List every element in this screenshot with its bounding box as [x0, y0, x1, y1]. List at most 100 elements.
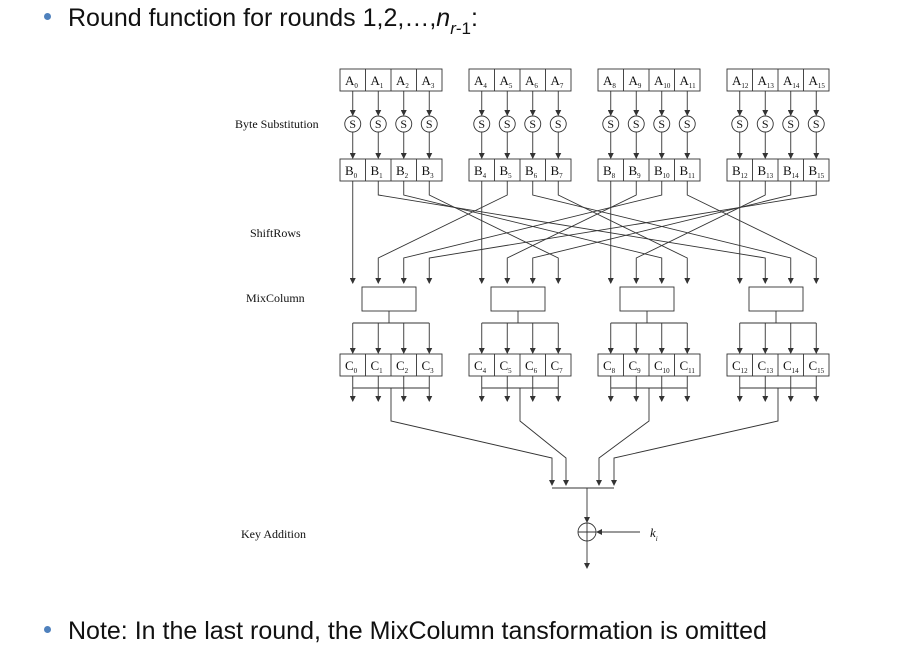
- state-cell-a-9: A9: [629, 73, 642, 90]
- mix-column-box: [490, 286, 546, 312]
- sbox-label: S: [762, 117, 769, 131]
- state-cell-a-6: A6: [525, 73, 538, 90]
- sbox-label: S: [400, 117, 407, 131]
- state-cell-a-1: A1: [371, 73, 384, 90]
- title-colon: :: [470, 4, 478, 32]
- sbox-circle: [678, 115, 696, 133]
- state-cell-b-7: B7: [551, 163, 564, 180]
- state-cell-b-11: B11: [680, 163, 696, 180]
- note-bullet: Note: In the last round, the MixColumn t…: [44, 617, 767, 646]
- sbox-circle: [731, 115, 749, 133]
- sbox-label: S: [349, 117, 356, 131]
- state-cell-c-11: C11: [680, 358, 696, 375]
- sbox-label: S: [555, 117, 562, 131]
- shift-rows-line: [375, 181, 508, 284]
- state-cell-b-5: B5: [500, 163, 513, 180]
- state-cell-c-1: C1: [371, 358, 384, 375]
- byte-substitution-label: Byte Substitution: [235, 117, 319, 131]
- sbox-circle: [627, 115, 645, 133]
- collect-line: [611, 388, 779, 486]
- sbox-label: S: [658, 117, 665, 131]
- state-cell-c-15: C15: [809, 358, 825, 375]
- sbox-label: S: [529, 117, 536, 131]
- state-cell-a-8: A8: [603, 73, 616, 90]
- state-cell-a-10: A10: [654, 73, 671, 90]
- sbox-label: S: [736, 117, 743, 131]
- shift-rows-line: [686, 181, 820, 284]
- state-cell-b-15: B15: [809, 163, 825, 180]
- sbox-circle: [344, 115, 362, 133]
- state-cell-a-5: A5: [500, 73, 513, 90]
- shift-rows-line: [426, 181, 817, 284]
- state-cell-a-12: A12: [732, 73, 749, 90]
- state-cell-b-3: B3: [422, 163, 435, 180]
- bullet-icon: [44, 12, 51, 20]
- note-text: Note: In the last round, the MixColumn t…: [68, 617, 767, 645]
- state-cell-a-7: A7: [551, 73, 564, 90]
- state-cell-a-3: A3: [422, 73, 435, 90]
- state-cell-a-4: A4: [474, 73, 487, 90]
- state-cell-b-10: B10: [654, 163, 670, 180]
- collect-line: [390, 388, 555, 486]
- sbox-circle: [653, 115, 671, 133]
- shift-rows-line: [532, 181, 794, 284]
- mix-column-box: [361, 286, 417, 312]
- sbox-circle: [420, 115, 438, 133]
- sbox-label: S: [504, 117, 511, 131]
- state-cell-b-0: B0: [345, 163, 358, 180]
- sbox-circle: [369, 115, 387, 133]
- state-cell-b-6: B6: [525, 163, 538, 180]
- state-cell-b-14: B14: [783, 163, 799, 180]
- bullet-icon: [44, 625, 51, 633]
- collect-line: [519, 388, 569, 486]
- state-cell-b-12: B12: [732, 163, 748, 180]
- sbox-circle: [395, 115, 413, 133]
- title-bullet: Round function for rounds 1,2,…,nr-1:: [44, 4, 478, 38]
- sbox-circle: [524, 115, 542, 133]
- sbox-label: S: [813, 117, 820, 131]
- shift-rows-line: [377, 181, 769, 284]
- sbox-circle: [498, 115, 516, 133]
- sbox-circle: [473, 115, 491, 133]
- state-cell-a-0: A0: [345, 73, 358, 90]
- state-cell-c-5: C5: [500, 358, 513, 375]
- shift-rows-line: [428, 181, 562, 284]
- shift-rows-line: [633, 181, 766, 284]
- state-cell-c-7: C7: [551, 358, 564, 375]
- sbox-label: S: [633, 117, 640, 131]
- state-cell-b-2: B2: [396, 163, 409, 180]
- key-addition-label: Key Addition: [241, 527, 306, 541]
- sbox-circle: [756, 115, 774, 133]
- shift-rows-line: [403, 181, 665, 284]
- shift-rows-line: [557, 181, 691, 284]
- state-cell-b-9: B9: [629, 163, 642, 180]
- round-key-label: ki: [650, 525, 658, 543]
- shift-rows-line: [504, 181, 637, 284]
- state-cell-c-13: C13: [758, 358, 774, 375]
- state-cell-b-13: B13: [758, 163, 774, 180]
- mix-column-box: [748, 286, 804, 312]
- state-cell-c-9: C9: [629, 358, 642, 375]
- state-cell-a-14: A14: [783, 73, 800, 90]
- sbox-label: S: [478, 117, 485, 131]
- sbox-label: S: [787, 117, 794, 131]
- state-cell-c-14: C14: [783, 358, 799, 375]
- state-cell-c-8: C8: [603, 358, 616, 375]
- mix-column-box: [619, 286, 675, 312]
- sbox-label: S: [426, 117, 433, 131]
- sbox-circle: [549, 115, 567, 133]
- sbox-label: S: [684, 117, 691, 131]
- state-cell-a-13: A13: [758, 73, 775, 90]
- state-cell-c-3: C3: [422, 358, 435, 375]
- state-cell-c-6: C6: [525, 358, 538, 375]
- title-text: Round function for rounds 1,2,…,: [68, 4, 437, 32]
- state-cell-a-11: A11: [680, 73, 697, 90]
- sbox-circle: [602, 115, 620, 133]
- mix-column-label: MixColumn: [246, 291, 305, 305]
- state-cell-c-0: C0: [345, 358, 358, 375]
- sbox-circle: [782, 115, 800, 133]
- state-cell-b-4: B4: [474, 163, 487, 180]
- state-cell-b-8: B8: [603, 163, 616, 180]
- title-subscript: r-1: [450, 19, 471, 38]
